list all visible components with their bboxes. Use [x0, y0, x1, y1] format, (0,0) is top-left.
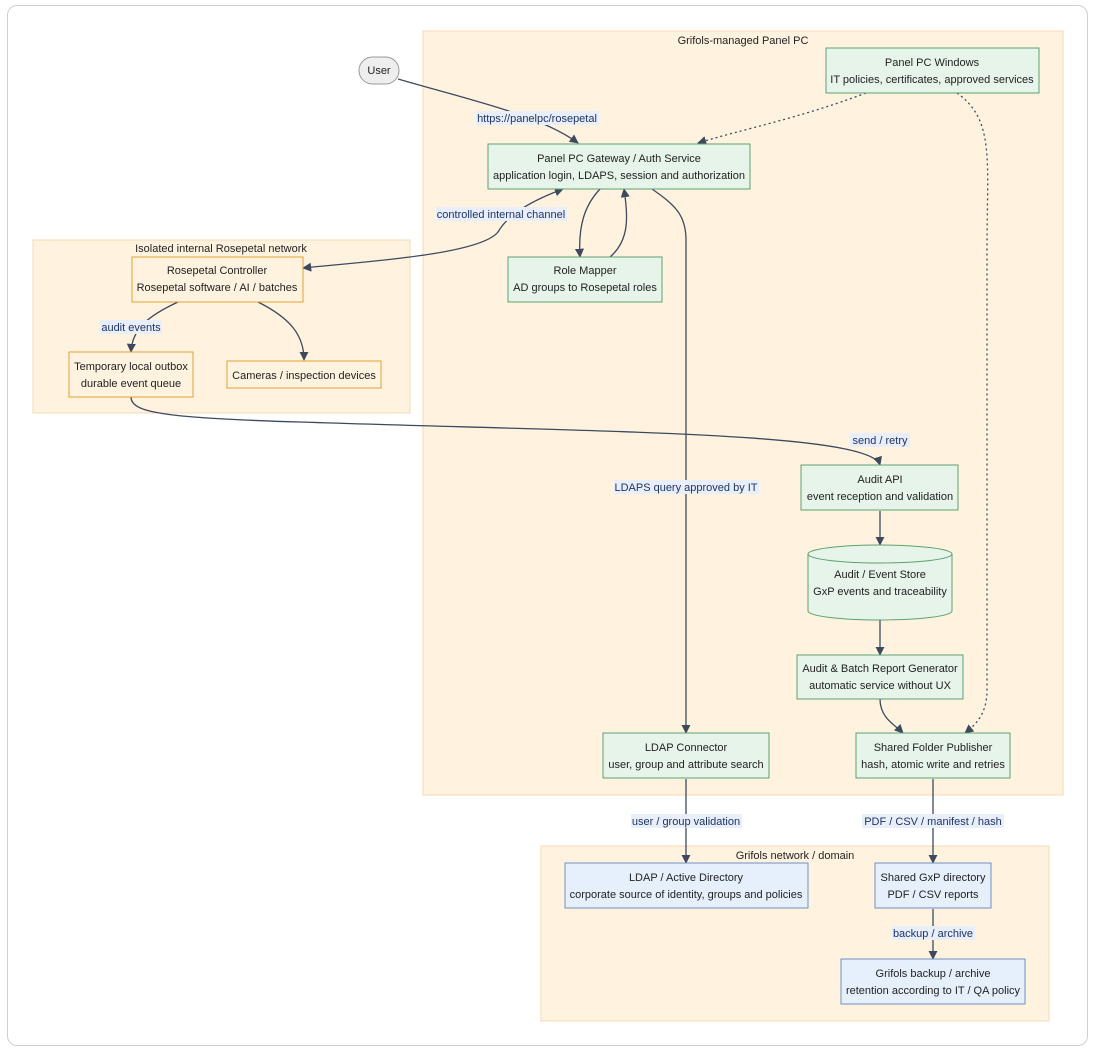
- edge-outbox-auditapi: [130, 396, 882, 466]
- node-role-mapper: Role Mapper AD groups to Rosepetal roles: [507, 256, 663, 303]
- edge-rolemapper-gateway: [609, 188, 630, 258]
- svg-text:Audit API: Audit API: [857, 474, 902, 486]
- svg-text:IT policies, certificates, app: IT policies, certificates, approved serv…: [830, 74, 1034, 86]
- svg-text:LDAP / Active Directory: LDAP / Active Directory: [629, 872, 744, 884]
- edge-label-pdf-csv: PDF / CSV / manifest / hash: [862, 814, 1004, 828]
- svg-text:Rosepetal Controller: Rosepetal Controller: [167, 265, 268, 277]
- node-rosepetal-controller: Rosepetal Controller Rosepetal software …: [131, 256, 304, 303]
- node-temporary-outbox: Temporary local outbox durable event que…: [68, 351, 194, 398]
- svg-text:Temporary local outbox: Temporary local outbox: [74, 361, 188, 373]
- cluster-rosepetal-title: Isolated internal Rosepetal network: [135, 243, 307, 255]
- cluster-panel-pc-title: Grifols-managed Panel PC: [678, 35, 809, 47]
- node-gateway: Panel PC Gateway / Auth Service applicat…: [487, 143, 751, 190]
- svg-text:PDF / CSV reports: PDF / CSV reports: [887, 889, 979, 901]
- svg-text:https://panelpc/rosepetal: https://panelpc/rosepetal: [477, 113, 597, 125]
- svg-text:durable event queue: durable event queue: [81, 378, 181, 390]
- svg-text:user, group and attribute sear: user, group and attribute search: [608, 759, 763, 771]
- svg-text:automatic service without UX: automatic service without UX: [809, 680, 951, 692]
- edge-gateway-ldapconnector: [651, 188, 691, 734]
- node-event-store: Audit / Event Store GxP events and trace…: [807, 544, 953, 621]
- svg-text:GxP events and traceability: GxP events and traceability: [813, 586, 947, 598]
- edge-report-publisher: [879, 698, 904, 734]
- edge-label-backup-archive: backup / archive: [892, 926, 975, 940]
- svg-text:User: User: [367, 65, 391, 77]
- svg-text:event reception and validation: event reception and validation: [807, 491, 953, 503]
- svg-text:Cameras / inspection devices: Cameras / inspection devices: [232, 370, 376, 382]
- edge-user-gateway: [397, 78, 579, 144]
- svg-text:audit events: audit events: [101, 322, 161, 334]
- svg-text:Audit & Batch Report Generator: Audit & Batch Report Generator: [802, 663, 958, 675]
- svg-text:Audit / Event Store: Audit / Event Store: [834, 569, 926, 581]
- svg-text:controlled internal channel: controlled internal channel: [437, 209, 565, 221]
- edge-gateway-rolemapper: [574, 188, 601, 258]
- svg-text:LDAPS query approved by IT: LDAPS query approved by IT: [614, 482, 757, 494]
- edge-label-https: https://panelpc/rosepetal: [476, 111, 599, 125]
- svg-text:Rosepetal software / AI / batc: Rosepetal software / AI / batches: [137, 282, 298, 294]
- svg-text:Shared GxP directory: Shared GxP directory: [881, 872, 986, 884]
- node-active-directory: LDAP / Active Directory corporate source…: [564, 862, 809, 909]
- edge-label-user-group-validation: user / group validation: [631, 814, 742, 828]
- node-ldap-connector: LDAP Connector user, group and attribute…: [602, 732, 770, 779]
- svg-text:Panel PC Windows: Panel PC Windows: [885, 57, 980, 69]
- svg-text:Grifols backup / archive: Grifols backup / archive: [876, 968, 991, 980]
- node-cameras: Cameras / inspection devices: [226, 360, 382, 389]
- svg-text:PDF / CSV / manifest / hash: PDF / CSV / manifest / hash: [864, 816, 1002, 828]
- cluster-grifols-title: Grifols network / domain: [736, 850, 855, 862]
- edge-windows-publisher: [956, 92, 989, 734]
- node-panel-pc-windows: Panel PC Windows IT policies, certificat…: [825, 47, 1040, 94]
- node-grifols-backup: Grifols backup / archive retention accor…: [840, 958, 1026, 1005]
- svg-text:hash, atomic write and retries: hash, atomic write and retries: [861, 759, 1005, 771]
- edges: [126, 78, 989, 960]
- node-shared-folder-publisher: Shared Folder Publisher hash, atomic wri…: [855, 732, 1011, 779]
- node-report-generator: Audit & Batch Report Generator automatic…: [796, 654, 964, 700]
- svg-text:Panel PC Gateway / Auth Servic: Panel PC Gateway / Auth Service: [537, 153, 701, 165]
- node-audit-api: Audit API event reception and validation: [800, 464, 959, 511]
- svg-text:LDAP Connector: LDAP Connector: [645, 742, 728, 754]
- svg-text:retention according to IT / QA: retention according to IT / QA policy: [846, 985, 1021, 997]
- node-user: User: [358, 56, 400, 85]
- svg-text:application login, LDAPS, sess: application login, LDAPS, session and au…: [493, 170, 745, 182]
- svg-text:Role Mapper: Role Mapper: [554, 265, 617, 277]
- svg-text:AD groups to Rosepetal roles: AD groups to Rosepetal roles: [513, 282, 657, 294]
- svg-text:send / retry: send / retry: [852, 435, 908, 447]
- edge-controller-cameras: [257, 301, 309, 361]
- edge-label-internal-channel: controlled internal channel: [436, 207, 567, 221]
- svg-text:user / group validation: user / group validation: [632, 816, 740, 828]
- edge-label-ldaps-query: LDAPS query approved by IT: [614, 480, 759, 494]
- svg-text:corporate source of identity,: corporate source of identity, groups and…: [570, 889, 803, 901]
- svg-text:Shared Folder Publisher: Shared Folder Publisher: [874, 742, 993, 754]
- svg-text:backup / archive: backup / archive: [893, 928, 973, 940]
- edge-label-audit-events: audit events: [100, 320, 162, 334]
- node-shared-gxp-directory: Shared GxP directory PDF / CSV reports: [874, 862, 992, 909]
- edge-label-send-retry: send / retry: [850, 433, 910, 447]
